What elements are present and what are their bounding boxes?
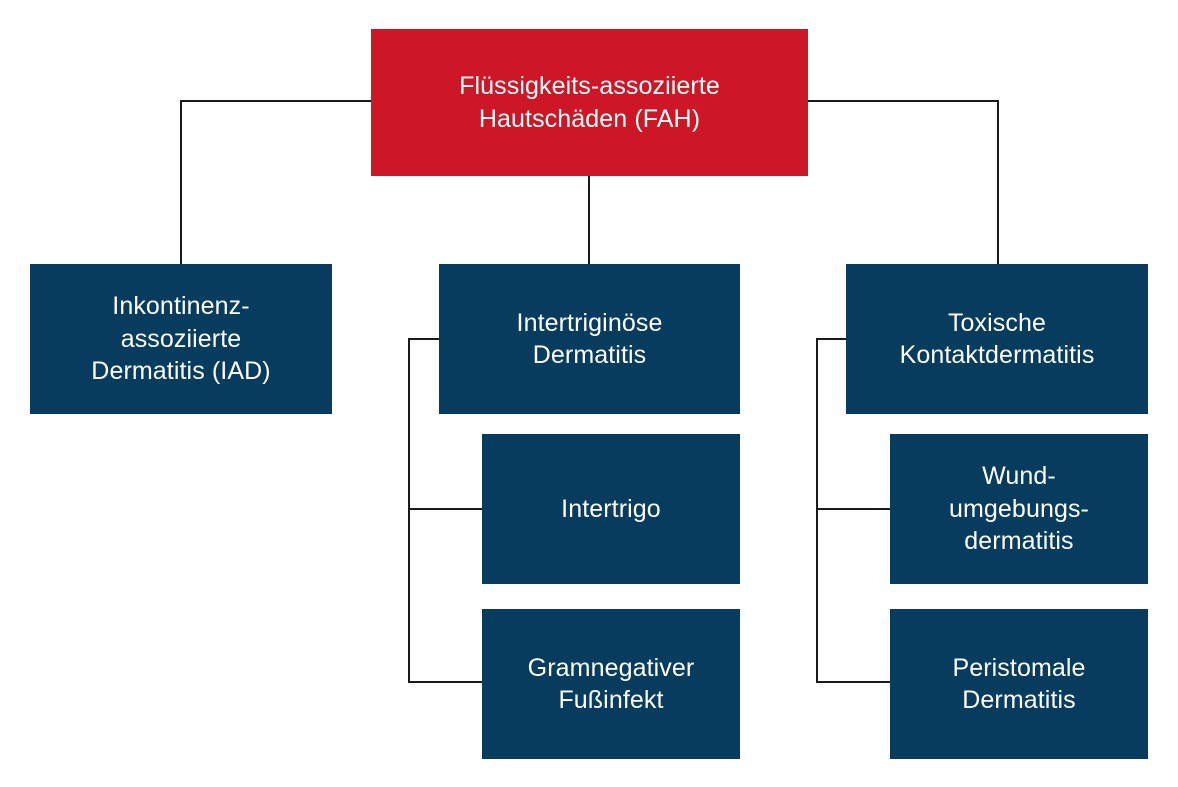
node-toxische-kontaktdermatitis[interactable]: Toxische Kontaktdermatitis — [846, 264, 1148, 414]
node-gramnegativer-fussinfekt-label: Gramnegativer Fußinfekt — [527, 653, 695, 715]
connector-intertriginoese-trunk — [407, 337, 482, 684]
node-root-fah[interactable]: Flüssigkeits-assoziierte Hautschäden (FA… — [371, 29, 808, 176]
node-iad[interactable]: Inkontinenz- assoziierte Dermatitis (IAD… — [30, 264, 332, 414]
node-intertriginoese-dermatitis-label: Intertriginöse Dermatitis — [516, 308, 663, 370]
node-root-fah-label: Flüssigkeits-assoziierte Hautschäden (FA… — [459, 72, 720, 133]
node-wundumgebungsdermatitis-label: Wund- umgebungs- dermatitis — [949, 462, 1089, 556]
node-peristomale-dermatitis-label: Peristomale Dermatitis — [952, 653, 1086, 715]
node-wundumgebungsdermatitis[interactable]: Wund- umgebungs- dermatitis — [890, 434, 1148, 584]
node-gramnegativer-fussinfekt[interactable]: Gramnegativer Fußinfekt — [482, 609, 740, 759]
node-intertriginoese-dermatitis[interactable]: Intertriginöse Dermatitis — [439, 264, 740, 414]
node-toxische-kontaktdermatitis-label: Toxische Kontaktdermatitis — [899, 308, 1095, 370]
connector-root-to-toxische — [808, 99, 1000, 265]
node-peristomale-dermatitis[interactable]: Peristomale Dermatitis — [890, 609, 1148, 759]
connector-toxische-trunk — [815, 337, 890, 684]
connector-root-to-iad — [179, 99, 371, 265]
node-intertrigo-label: Intertrigo — [561, 494, 661, 523]
node-iad-label: Inkontinenz- assoziierte Dermatitis (IAD… — [91, 292, 271, 386]
node-intertrigo[interactable]: Intertrigo — [482, 434, 740, 584]
